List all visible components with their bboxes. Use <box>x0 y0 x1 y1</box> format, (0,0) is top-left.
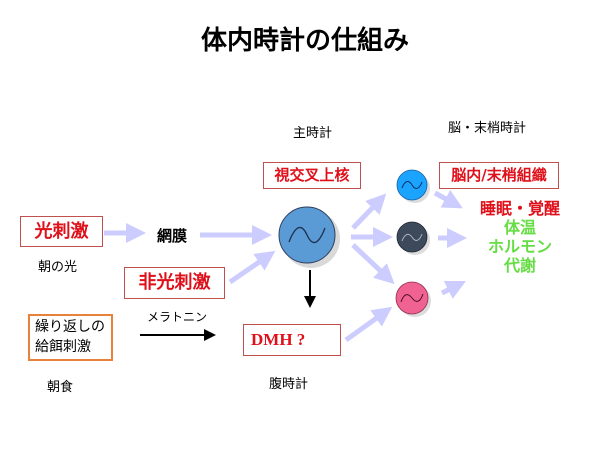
melatonin-label: メラトニン <box>147 310 208 324</box>
output-hormones: ホルモン <box>487 237 552 256</box>
light-stimulus-box: 光刺激 <box>20 216 103 247</box>
arrow-scn-to-brain <box>351 193 387 230</box>
output-sleep-wake: 睡眠・覚醒 <box>479 199 560 218</box>
sine-wave-icon <box>288 226 326 244</box>
non-light-stimulus-box: 非光刺激 <box>124 267 225 299</box>
dmh-box: DMH ? <box>243 324 341 356</box>
sine-wave-icon <box>401 233 423 242</box>
sine-wave-icon <box>400 293 424 303</box>
retina-label: 網膜 <box>157 227 188 245</box>
abdominal-clock-label: 腹時計 <box>269 377 309 392</box>
morning-light-label: 朝の光 <box>38 260 78 275</box>
arrow-nonlight-to-scn <box>228 250 276 285</box>
sine-wave-icon <box>401 181 423 189</box>
page-title: 体内時計の仕組み <box>200 26 409 56</box>
arrow-gut-to-output <box>440 280 467 299</box>
gut-oscillator <box>395 281 431 317</box>
arrow-dmh-to-gut <box>344 306 393 343</box>
arrow-brain-to-output <box>433 189 463 209</box>
output-list: 睡眠・覚醒 体温 ホルモン 代謝 <box>470 199 570 275</box>
repeated-feeding-line1: 繰り返しの <box>35 319 105 335</box>
repeated-feeding-box: 繰り返しの 給餌刺激 <box>28 314 113 361</box>
brain-peripheral-clock-label: 脳・末梢時計 <box>448 121 527 136</box>
peripheral-oscillator <box>396 221 430 255</box>
scn-oscillator <box>278 206 340 268</box>
brain-oscillator <box>396 169 430 203</box>
output-metabolism: 代謝 <box>503 256 536 275</box>
arrow-scn-to-gut <box>351 243 395 285</box>
output-body-temperature: 体温 <box>503 218 536 237</box>
repeated-feeding-line2: 給餌刺激 <box>35 339 91 355</box>
brain-peripheral-tissue-box: 脳内/末梢組織 <box>439 162 559 189</box>
master-clock-label: 主時計 <box>293 126 333 141</box>
scn-box: 視交叉上核 <box>263 162 361 189</box>
breakfast-label: 朝食 <box>47 380 74 395</box>
